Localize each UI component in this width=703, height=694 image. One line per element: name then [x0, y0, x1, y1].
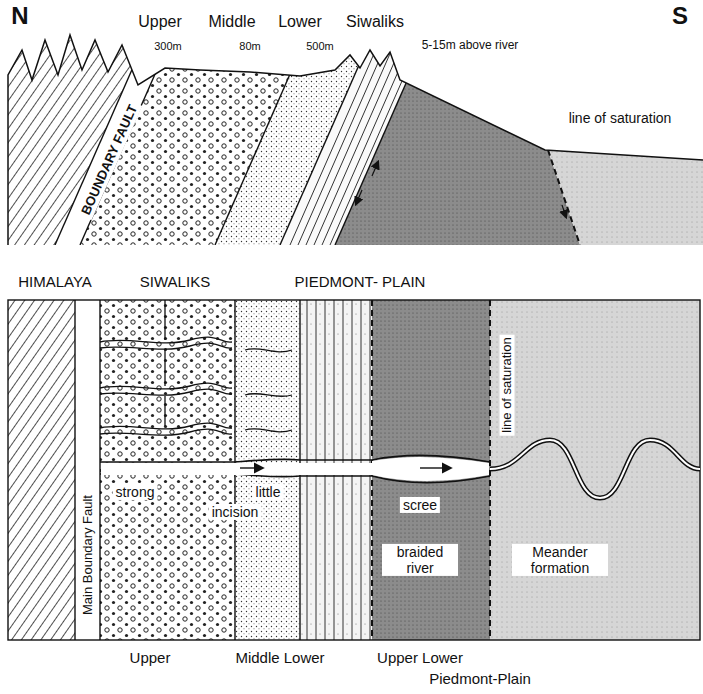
label: Piedmont-Plain — [429, 670, 531, 687]
label: 80m — [239, 40, 260, 53]
label: Main Boundary Fault — [81, 492, 96, 618]
label: incision — [209, 504, 262, 520]
label: Upper Lower — [377, 649, 463, 666]
label: line of saturation — [569, 110, 672, 126]
label: strong — [113, 484, 158, 500]
label: SIWALIKS — [140, 273, 210, 290]
label: N — [11, 2, 28, 30]
label: BOUNDARY FAULT — [78, 100, 142, 220]
label: Siwaliks — [346, 13, 404, 31]
label: Middle Lower — [235, 649, 324, 666]
label: little — [253, 484, 284, 500]
label: Upper — [130, 649, 171, 666]
label: line of saturation — [500, 334, 515, 435]
label: braided river — [382, 544, 458, 576]
label: scree — [400, 497, 440, 513]
label: 5-15m above river — [422, 39, 519, 53]
label: Lower — [278, 13, 322, 31]
label: PIEDMONT- PLAIN — [295, 273, 426, 290]
label: Upper — [138, 13, 182, 31]
label: 300m — [154, 40, 182, 53]
label: Meander formation — [512, 544, 608, 576]
label: HIMALAYA — [18, 273, 92, 290]
label: S — [672, 2, 688, 30]
label: 500m — [306, 40, 334, 53]
label: Middle — [208, 13, 255, 31]
